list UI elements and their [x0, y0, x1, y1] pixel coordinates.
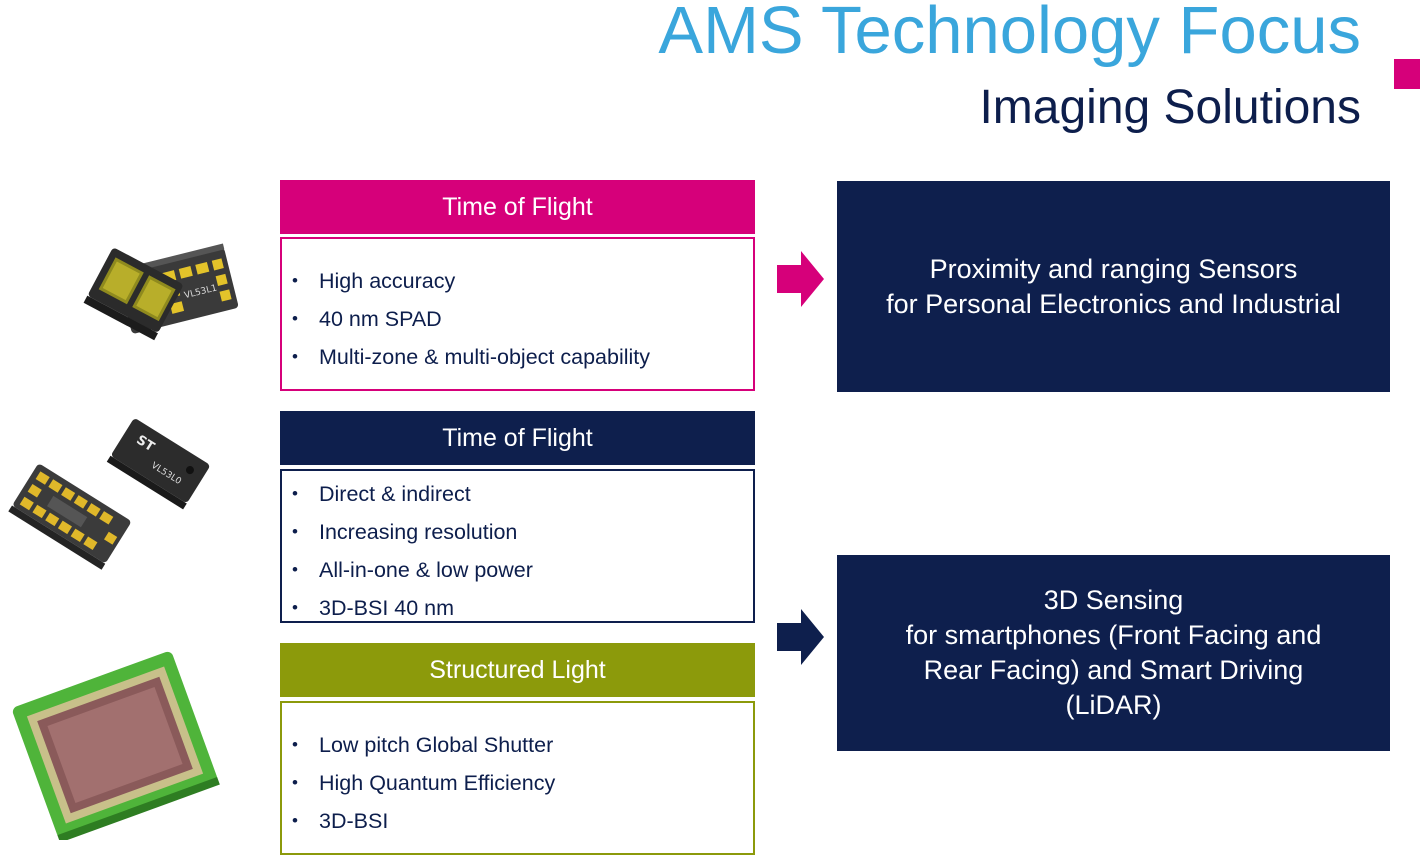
image-sensor-chip-image	[12, 651, 220, 840]
corner-accent-square	[1394, 59, 1420, 89]
result-text-line: for Personal Electronics and Industrial	[886, 288, 1341, 319]
result-box-3d-sensing: 3D Sensing for smartphones (Front Facing…	[837, 555, 1390, 751]
bullet-list-structured-light: Low pitch Global Shutter High Quantum Ef…	[292, 726, 753, 840]
result-text-line: Proximity and ranging Sensors	[929, 253, 1298, 284]
result-box-proximity-sensors: Proximity and ranging Sensors for Person…	[837, 181, 1390, 392]
bullet-item: Multi-zone & multi-object capability	[292, 338, 753, 376]
bullet-list-tof-2: Direct & indirect Increasing resolution …	[292, 475, 753, 627]
section-box-structured-light: Low pitch Global Shutter High Quantum Ef…	[280, 701, 755, 855]
bullet-item: 3D-BSI	[292, 802, 753, 840]
bullet-item: Increasing resolution	[292, 513, 753, 551]
section-box-tof-2: Direct & indirect Increasing resolution …	[280, 469, 755, 627]
bullet-item: Direct & indirect	[292, 475, 753, 513]
result-text-line: Rear Facing) and Smart Driving	[923, 655, 1304, 685]
result-text-line: (LiDAR)	[1065, 690, 1162, 720]
tof-sensor-chip-image-1: VL53L1	[83, 243, 239, 341]
arrow-right-icon-magenta	[777, 251, 824, 307]
bullet-item: 40 nm SPAD	[292, 300, 753, 338]
bullet-item: All-in-one & low power	[292, 551, 753, 589]
arrow-right-icon-navy	[777, 609, 824, 665]
slide-subtitle: Imaging Solutions	[979, 81, 1361, 134]
section-box-tof-1: High accuracy 40 nm SPAD Multi-zone & mu…	[280, 237, 755, 391]
bullet-item: 3D-BSI 40 nm	[292, 589, 753, 627]
slide-title: AMS Technology Focus	[658, 0, 1361, 68]
result-text-line: 3D Sensing	[1043, 585, 1184, 615]
bullet-list-tof-1: High accuracy 40 nm SPAD Multi-zone & mu…	[292, 262, 753, 376]
section-header-structured-light: Structured Light	[280, 643, 755, 697]
result-text-line: for smartphones (Front Facing and	[905, 620, 1322, 650]
bullet-item: High Quantum Efficiency	[292, 764, 753, 802]
section-header-tof-1: Time of Flight	[280, 180, 755, 234]
tof-sensor-chip-image-2: ST VL53L0	[8, 419, 210, 570]
bullet-item: High accuracy	[292, 262, 753, 300]
bullet-item: Low pitch Global Shutter	[292, 726, 753, 764]
section-header-tof-2: Time of Flight	[280, 411, 755, 465]
